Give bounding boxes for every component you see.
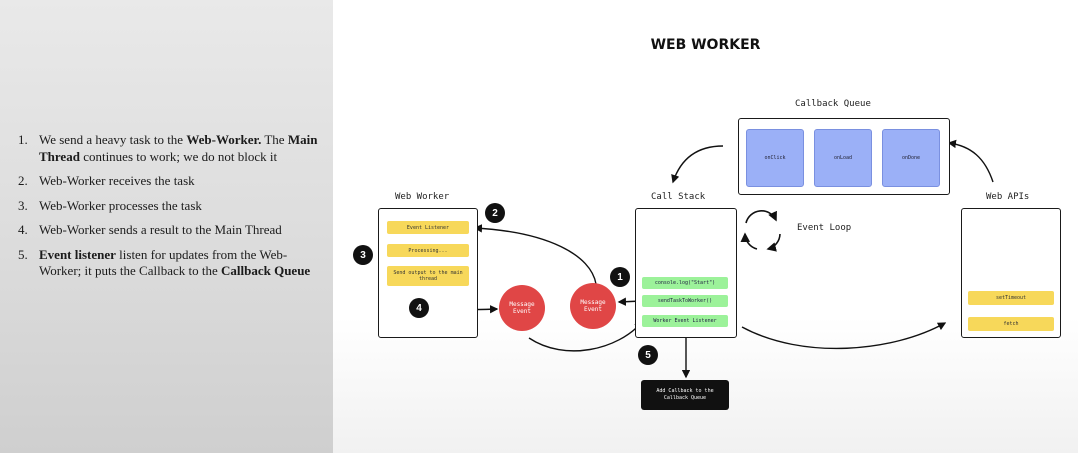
add-callback-box: Add Callback to the Callback Queue [641, 380, 729, 410]
step-text: We send a heavy task to the [39, 132, 187, 147]
step-text: listen for updates from the Web-Worker; … [39, 246, 288, 279]
worker-send-output: Send output to the main thread [387, 266, 469, 286]
steps-panel: 1. We send a heavy task to the Web-Worke… [0, 0, 333, 453]
step-number: 1. [18, 132, 28, 147]
steps-list: 1. We send a heavy task to the Web-Worke… [18, 132, 318, 288]
diagram-panel: WEB WORKER Callback Queue onClick onLoad… [333, 0, 1078, 453]
step-1: 1. We send a heavy task to the Web-Worke… [18, 132, 318, 165]
diagram-title: WEB WORKER [650, 37, 761, 53]
callback-queue-label: Callback Queue [795, 99, 871, 109]
badge-3: 3 [353, 245, 373, 265]
step-bold: Web-Worker. [186, 132, 262, 147]
message-event-1: Message Event [570, 283, 616, 329]
step-4: 4. Web-Worker sends a result to the Main… [18, 222, 318, 239]
step-number: 2. [18, 173, 28, 188]
queue-item-ondone: onDone [882, 129, 940, 187]
step-bold: Main Thread [39, 132, 318, 164]
callstack-worker-listener: Worker Event Listener [642, 315, 728, 327]
call-stack-label: Call Stack [651, 192, 706, 202]
badge-2: 2 [485, 203, 505, 223]
step-number: 5. [18, 246, 28, 262]
step-2: 2. Web-Worker receives the task [18, 173, 318, 190]
step-bold: Callback Queue [221, 263, 311, 278]
api-settimeout: setTimeout [968, 291, 1054, 305]
step-3: 3. Web-Worker processes the task [18, 198, 318, 215]
callstack-console-log: console.log("Start") [642, 277, 728, 289]
arrow-callstack-to-webapis [741, 322, 947, 350]
step-text: Web-Worker receives the task [39, 173, 195, 188]
step-bold: Event listener [39, 246, 116, 262]
badge-4: 4 [409, 298, 429, 318]
arrow-webapis-to-queue [947, 139, 994, 183]
event-loop-label: Event Loop [797, 223, 852, 233]
badge-5: 5 [638, 345, 658, 365]
step-text: The [261, 132, 288, 147]
worker-event-listener: Event Listener [387, 221, 469, 234]
web-apis-label: Web APIs [986, 192, 1030, 202]
step-number: 3. [18, 197, 28, 213]
step-5: 5. Event listener listen for updates fro… [18, 247, 318, 280]
step-number: 4. [18, 222, 28, 237]
step-text: continues to work; we do not block it [79, 148, 278, 164]
step-text: Web-Worker sends a result to the Main Th… [39, 222, 282, 237]
web-worker-label: Web Worker [395, 192, 450, 202]
worker-processing: Processing... [387, 244, 469, 257]
queue-item-onclick: onClick [746, 129, 804, 187]
step-text: Web-Worker processes the task [39, 197, 202, 213]
arrow-queue-to-callstack [671, 145, 724, 184]
api-fetch: fetch [968, 317, 1054, 331]
callstack-send-task: sendTaskToWorker() [642, 295, 728, 307]
arrow-to-event-listener [473, 224, 597, 285]
web-apis-box [961, 208, 1061, 338]
event-loop-icon [740, 210, 781, 252]
message-event-2: Message Event [499, 285, 545, 331]
badge-1: 1 [610, 267, 630, 287]
queue-item-onload: onLoad [814, 129, 872, 187]
